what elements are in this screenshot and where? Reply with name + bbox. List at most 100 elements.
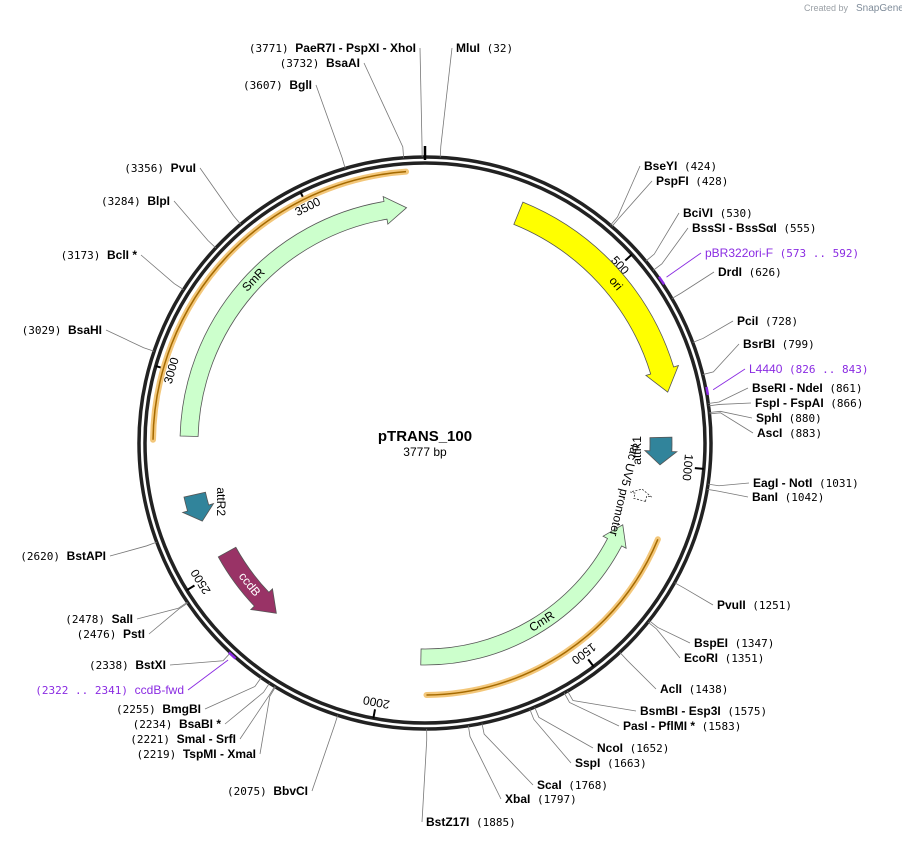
site-pasi[interactable]: PasI - PflMI * (1583) <box>563 692 741 733</box>
site-sspi[interactable]: SspI (1663) <box>529 708 647 770</box>
site-label: (2476) PstI <box>77 627 145 641</box>
primer-leader <box>666 252 702 278</box>
site-bcivi[interactable]: BciVI (530) <box>645 206 753 262</box>
site-label: (2234) BsaBI * <box>133 717 222 731</box>
primer-pbr322ori-f[interactable]: pBR322ori-F (573 .. 592) <box>657 246 859 285</box>
site-bsaai[interactable]: (3732) BsaAI <box>280 56 405 158</box>
feature-cmr[interactable] <box>420 524 627 666</box>
site-leader <box>105 329 155 352</box>
site-bstz17i[interactable]: BstZ17I (1885) <box>421 728 516 829</box>
site-label: (3029) BsaHI <box>22 323 102 337</box>
plasmid-size: 3777 bp <box>403 445 447 459</box>
site-label: BsrBI (799) <box>743 337 815 351</box>
feature-lac-uv5-promoter[interactable] <box>630 488 652 502</box>
site-ecori[interactable]: EcoRI (1351) <box>647 621 764 665</box>
site-smai[interactable]: (2221) SmaI - SrfI <box>130 686 276 746</box>
site-bseyi[interactable]: BseYI (424) <box>610 159 717 226</box>
site-bgli[interactable]: (3607) BglI <box>243 78 346 169</box>
site-leader <box>136 601 188 620</box>
site-leader <box>419 47 423 158</box>
site-leader <box>529 708 572 764</box>
site-eagi[interactable]: EagI - NotI (1031) <box>707 476 859 490</box>
feature-ori[interactable] <box>513 201 680 393</box>
site-leader <box>707 482 750 487</box>
site-label: (2255) BmgBI <box>116 702 201 716</box>
site-bstapi[interactable]: (2620) BstAPI <box>20 541 157 563</box>
site-leader <box>563 692 620 727</box>
site-bmgbi[interactable]: (2255) BmgBI <box>116 677 262 716</box>
site-ncoi[interactable]: NcoI (1652) <box>534 706 670 755</box>
site-label: BstZ17I (1885) <box>426 815 516 829</box>
site-scai[interactable]: ScaI (1768) <box>481 723 608 792</box>
site-bseri[interactable]: BseRI - NdeI (861) <box>708 381 862 404</box>
site-label: (2221) SmaI - SrfI <box>130 732 236 746</box>
feature-ccdb[interactable] <box>217 546 277 614</box>
primer-label: (2322 .. 2341) ccdB-fwd <box>35 683 184 697</box>
site-label: DrdI (626) <box>718 265 782 279</box>
tick-label-2500: 2500 <box>187 566 213 596</box>
site-label: SspI (1663) <box>575 756 647 770</box>
feature-label-attr2: attR2 <box>214 487 228 516</box>
site-bsrbi[interactable]: BsrBI (799) <box>702 337 815 375</box>
site-label: (2620) BstAPI <box>20 549 106 563</box>
primer-label: pBR322ori-F (573 .. 592) <box>705 246 859 260</box>
site-label: (3356) PvuI <box>124 161 196 175</box>
site-leader <box>619 652 657 690</box>
site-bani[interactable]: BanI (1042) <box>707 488 824 504</box>
site-label: MluI (32) <box>456 41 513 55</box>
site-sali[interactable]: (2478) SalI <box>65 601 188 626</box>
primer-leader <box>712 368 746 391</box>
site-sphi[interactable]: SphI (880) <box>709 410 822 425</box>
site-leader <box>708 387 749 404</box>
site-pvuii[interactable]: PvuII (1251) <box>674 582 792 612</box>
site-leader <box>702 343 740 375</box>
site-leader <box>709 412 754 434</box>
site-leader <box>173 200 217 249</box>
site-leader <box>708 402 752 407</box>
site-label: FspI - FspAI (866) <box>755 396 863 410</box>
primer-ccdb-fwd[interactable]: (2322 .. 2341) ccdB-fwd <box>35 651 237 697</box>
site-mlui[interactable]: MluI (32) <box>439 41 513 158</box>
site-drdi[interactable]: DrdI (626) <box>671 265 782 299</box>
site-bbvci[interactable]: (2075) BbvCI <box>227 715 339 798</box>
site-bsabi[interactable]: (2234) BsaBI * <box>133 682 270 731</box>
plasmid-name: pTRANS_100 <box>378 428 472 445</box>
site-bspei[interactable]: BspEI (1347) <box>648 620 774 650</box>
feature-attr1[interactable] <box>643 436 678 466</box>
primer-mark <box>227 651 237 660</box>
tick-mark-500 <box>624 253 633 262</box>
site-asci[interactable]: AscI (883) <box>709 412 823 440</box>
site-leader <box>421 728 428 823</box>
site-label: (3771) PaeR7I - PspXI - XhoI <box>249 41 416 55</box>
site-bstxi[interactable]: (2338) BstXI <box>89 652 231 672</box>
site-label: NcoI (1652) <box>597 741 669 755</box>
site-label: BanI (1042) <box>752 490 824 504</box>
site-pspfi[interactable]: PspFI (428) <box>611 174 729 227</box>
feature-smr[interactable] <box>179 195 408 437</box>
restriction-sites: MluI (32) BseYI (424)PspFI (428)BciVI (53… <box>20 41 863 829</box>
site-pcii[interactable]: PciI (728) <box>692 314 798 343</box>
site-acli[interactable]: AclI (1438) <box>619 652 729 696</box>
tick-label-1000: 1000 <box>679 453 695 481</box>
site-label: PasI - PflMI * (1583) <box>623 719 741 733</box>
site-bsahi[interactable]: (3029) BsaHI <box>22 323 155 352</box>
site-paer7i[interactable]: (3771) PaeR7I - PspXI - XhoI <box>249 41 423 158</box>
site-pvui[interactable]: (3356) PvuI <box>124 161 241 225</box>
site-leader <box>645 212 680 262</box>
site-tspmi[interactable]: (2219) TspMI - XmaI <box>137 686 276 761</box>
site-bcli[interactable]: (3173) BclI * <box>61 248 184 290</box>
site-bsssi[interactable]: BssSI - BssSαI (555) <box>652 221 817 271</box>
site-psti[interactable]: (2476) PstI <box>77 602 189 641</box>
site-blpi[interactable]: (3284) BlpI <box>101 194 217 249</box>
site-bsmbi[interactable]: BsmBI - Esp3I (1575) <box>567 690 767 718</box>
site-xbai[interactable]: XbaI (1797) <box>467 725 577 806</box>
cmr-orf-line <box>426 539 659 696</box>
site-fspi[interactable]: FspI - FspAI (866) <box>708 396 864 410</box>
site-label: BseYI (424) <box>644 159 717 173</box>
site-label: BseRI - NdeI (861) <box>752 381 862 395</box>
site-leader <box>315 84 346 169</box>
feature-attr2[interactable] <box>181 491 215 522</box>
primer-l4440[interactable]: L4440 (826 .. 843) <box>705 362 868 396</box>
primer-mark <box>705 386 710 396</box>
